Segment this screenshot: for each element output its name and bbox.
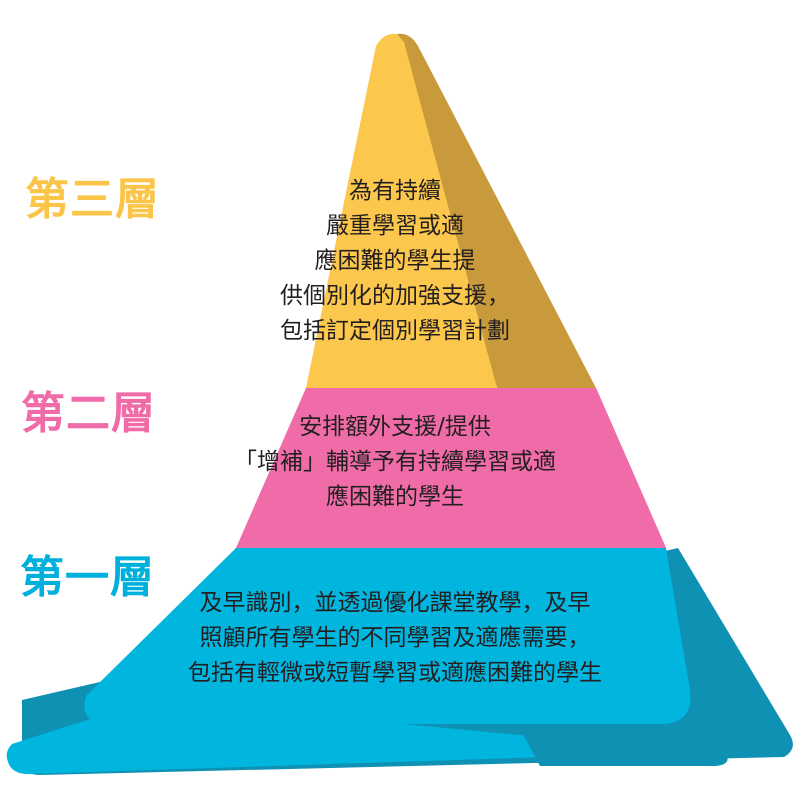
tier-1-line: 包括有輕微或短暫學習或適應困難的學生 xyxy=(188,659,602,686)
tier-1-line: 照顧所有學生的不同學習及適應需要， xyxy=(199,624,591,651)
tier-3-line: 嚴重學習或適 xyxy=(326,212,464,239)
tier-1-front-face xyxy=(84,548,691,724)
tier-2-line: 「增補」輔導予有持續學習或適 xyxy=(234,448,556,475)
tier-3-shadow-face xyxy=(392,33,596,388)
tier-3-line: 供個別化的加強支援， xyxy=(280,282,510,309)
tier-3-front-face xyxy=(306,33,497,388)
tier-1-description: 及早識別，並透過優化課堂教學，及早 照顧所有學生的不同學習及適應需要， 包括有輕… xyxy=(100,586,690,691)
tier-3-line: 包括訂定個別學習計劃 xyxy=(280,317,510,344)
tier-1-line: 及早識別，並透過優化課堂教學，及早 xyxy=(199,590,591,616)
tier-2-line: 應困難的學生 xyxy=(326,483,464,510)
tier-2-shape xyxy=(236,388,666,548)
tier-1-shape xyxy=(84,548,728,766)
tier-2-front-face xyxy=(236,388,666,548)
tier-2-line: 安排額外支援/提供 xyxy=(299,414,491,440)
tier-2-label: 第二層 xyxy=(21,388,156,439)
tier-3-line: 為有持續 xyxy=(349,178,441,204)
tier-3-line: 應困難的學生提 xyxy=(314,247,476,274)
tier-1-label: 第一層 xyxy=(20,552,155,603)
tier-2-description: 安排額外支援/提供 「增補」輔導予有持續學習或適 應困難的學生 xyxy=(150,410,640,515)
tier-3-shape xyxy=(306,33,596,388)
tier-3-label: 第三層 xyxy=(25,174,160,225)
tier-3-description: 為有持續 嚴重學習或適 應困難的學生提 供個別化的加強支援， 包括訂定個別學習計… xyxy=(185,174,605,349)
